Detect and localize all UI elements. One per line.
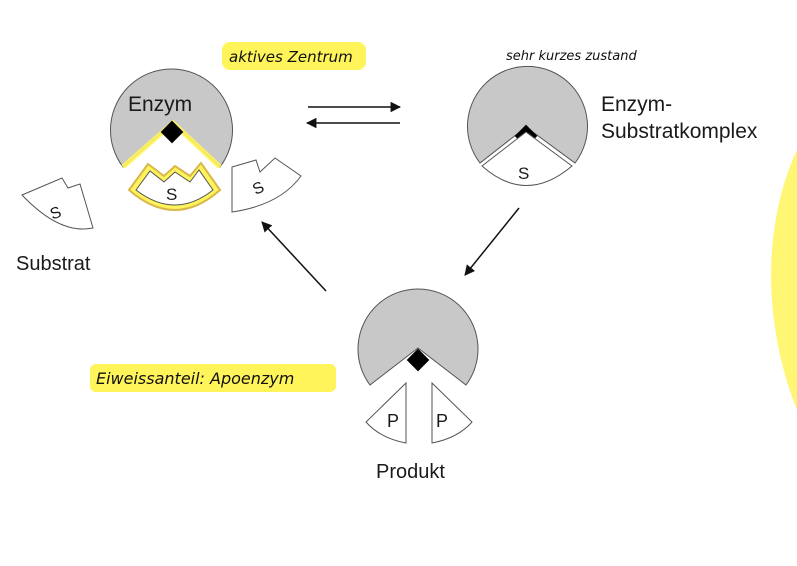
complex-substrate [481, 131, 573, 186]
substrate-piece-left: S [21, 177, 94, 230]
enzyme-with-products [357, 288, 479, 386]
enzyme-label: Enzym [128, 93, 192, 116]
complex-enzyme-body [467, 65, 588, 164]
substrate-label: Substrat [16, 253, 91, 275]
product-piece-right: P [431, 381, 473, 444]
arrow-product-to-enzyme [261, 221, 327, 292]
substrate-letter: S [166, 185, 177, 204]
short-state-annotation: sehr kurzes zustand [506, 49, 637, 64]
substrate-letter: S [518, 164, 529, 183]
enzyme-body [110, 68, 233, 168]
product-label: Produkt [376, 461, 445, 483]
protein-part-highlight [90, 364, 336, 392]
product-enzyme-body [357, 288, 479, 386]
substrate-piece-right: S [231, 157, 302, 213]
highlighter-mark-right [771, 150, 797, 410]
product-letter: P [387, 411, 399, 431]
active-site-annotation: aktives Zentrum [229, 48, 353, 66]
complex-label-line2: Substratkomplex [601, 120, 758, 143]
product-letter: P [436, 411, 448, 431]
free-enzyme: Enzym [110, 68, 233, 169]
enzyme-substrate-complex: S [467, 65, 588, 186]
arrow-complex-to-product [464, 207, 520, 276]
substrate-highlighted: S [127, 161, 222, 211]
protein-part-annotation: Eiweissanteil: Apoenzym [96, 369, 294, 388]
complex-label-line1: Enzym- [601, 93, 672, 116]
active-site-highlight [222, 42, 366, 70]
active-site-marker [406, 348, 430, 372]
product-piece-left: P [365, 381, 407, 444]
